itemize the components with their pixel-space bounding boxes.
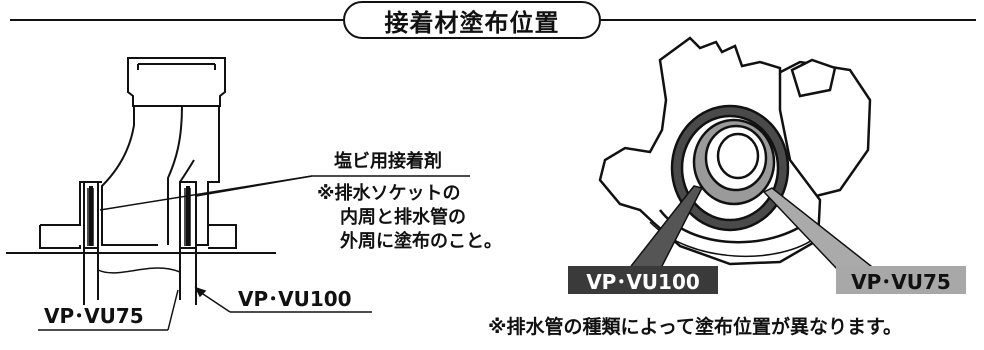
pipe-label-75: VP･VU75	[44, 304, 144, 328]
socket-3d-view	[598, 36, 872, 266]
section-title: 接着材塗布位置	[343, 1, 601, 39]
band-label-75: VP･VU75	[836, 266, 966, 294]
adhesive-label: 塩ビ用接着剤	[334, 151, 442, 172]
note-line-3: 外周に塗布のこと。	[340, 231, 502, 252]
socket-cross-section	[6, 57, 276, 254]
footnote: ※排水管の種類によって塗布位置が異なります。	[488, 316, 903, 338]
drain-pipes	[83, 248, 197, 305]
adhesive-marks	[89, 186, 190, 246]
note-line-1: ※排水ソケットの	[317, 183, 461, 204]
band-label-100: VP･VU100	[568, 266, 718, 294]
leader-lines-left	[38, 175, 470, 331]
pipe-label-100: VP･VU100	[238, 287, 352, 311]
note-line-2: 内周と排水管の	[340, 207, 466, 228]
